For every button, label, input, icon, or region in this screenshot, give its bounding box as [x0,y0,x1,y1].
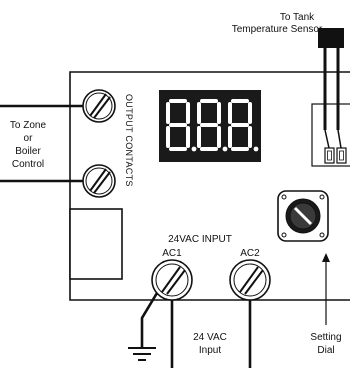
dial-label-line1: Setting [310,332,341,343]
output-contacts-label: OUTPUT CONTACTS [124,94,134,187]
display-decimal-point [253,146,259,152]
input-note-line1: 24 VAC [193,332,227,343]
dial-pointer-arrowhead [322,253,330,262]
input-note-line2: Input [199,345,221,356]
zone-label-line4: Control [12,159,44,170]
display-decimal-point [191,146,197,152]
circuit-board [69,71,350,301]
display-digit [166,99,197,152]
relay-box [69,208,123,280]
ac2-label: AC2 [240,248,260,259]
zone-label-line3: Boiler [15,146,41,157]
sensor-label-line1: To Tank [280,12,315,23]
ac2-terminal [229,259,271,301]
sensor-cable-sleeve [318,28,344,48]
display-digit [228,99,259,152]
dial-label-line2: Dial [317,345,334,356]
ground-symbol [128,347,156,361]
display-digits [166,99,259,152]
output-terminal-bottom [82,164,116,198]
ac1-terminal [151,259,193,301]
input-title: 24VAC INPUT [168,234,232,245]
display-digit [197,99,228,152]
display-decimal-point [222,146,228,152]
zone-label-line2: or [24,133,34,144]
setting-dial[interactable] [277,190,329,242]
sensor-label-line2: Temperature Sensor [232,24,323,35]
output-terminal-top [82,89,116,123]
ground-wire [140,287,162,348]
ac1-label: AC1 [162,248,182,259]
zone-label-line1: To Zone [10,120,47,131]
